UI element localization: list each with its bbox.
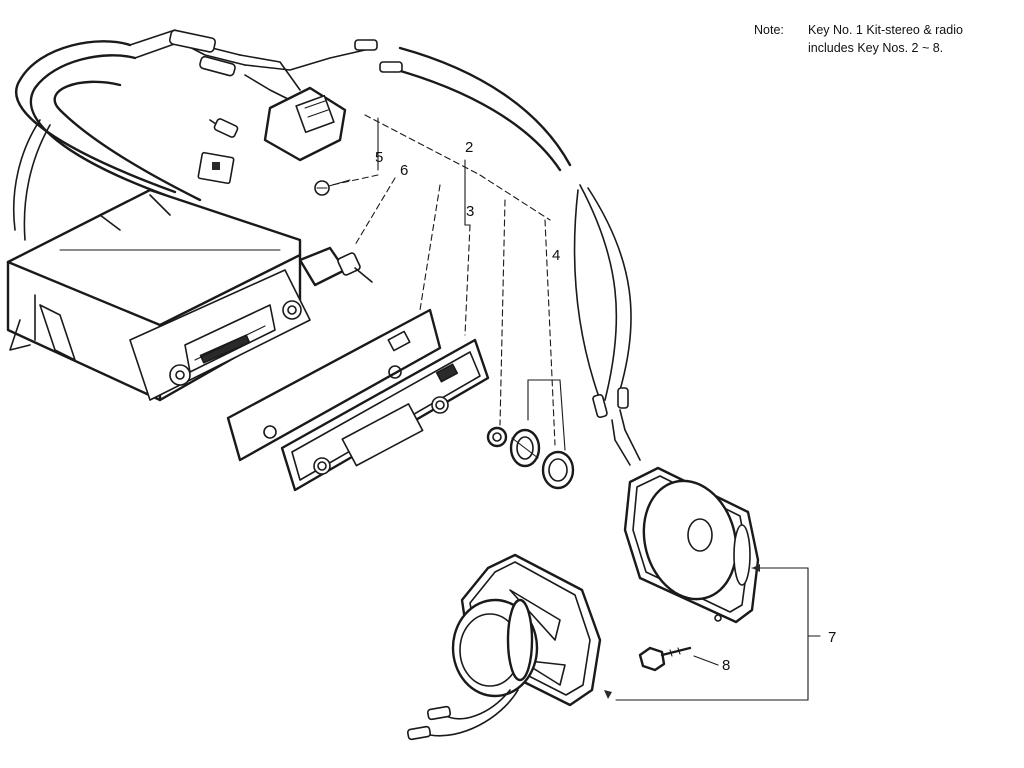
callout-4: 4 [552, 247, 560, 264]
harness-connector [263, 86, 347, 162]
callout-5: 5 [375, 149, 383, 166]
note-line-1: Key No. 1 Kit-stereo & radio [808, 23, 963, 37]
radio-unit [6, 188, 311, 402]
part-6-switch [298, 177, 396, 287]
callout-6: 6 [400, 162, 408, 179]
small-connector [197, 151, 235, 185]
part-7-bracket [604, 564, 821, 701]
note-line-2: includes Key Nos. 2 ~ 8. [808, 41, 944, 55]
callout-7: 7 [828, 629, 836, 646]
part-3-bezel-frame [280, 224, 490, 492]
back-plate [226, 184, 442, 462]
callout-2: 2 [465, 139, 473, 156]
part-4-knobs [486, 199, 575, 490]
callout-labels: 2 3 4 5 6 7 8 [375, 139, 836, 674]
wiring-harness [12, 29, 641, 466]
part-8-screw [638, 646, 719, 672]
part-5-screw [314, 174, 379, 196]
leader-lines [364, 114, 551, 226]
upper-speaker [623, 466, 760, 624]
note-label: Note: [754, 23, 784, 37]
callout-3: 3 [466, 203, 474, 220]
callout-8: 8 [722, 657, 730, 674]
lower-speaker [406, 553, 602, 741]
